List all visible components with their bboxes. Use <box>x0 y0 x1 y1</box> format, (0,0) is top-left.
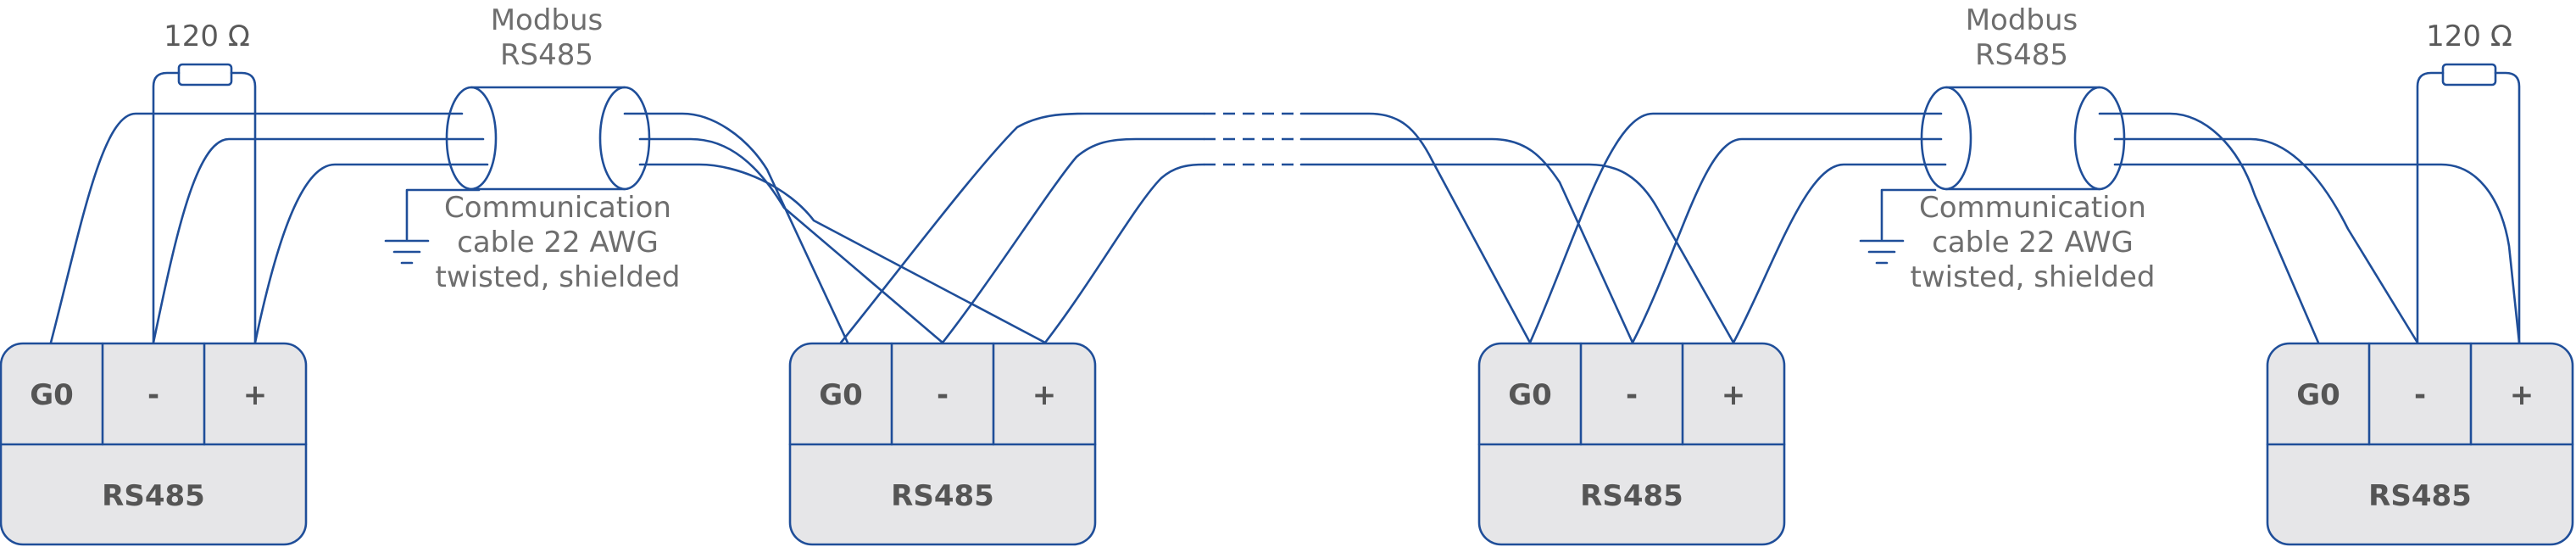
terminal-minus: - <box>2414 378 2426 412</box>
wire-minus-dev1 <box>152 137 485 344</box>
cable-title-line1: Modbus <box>491 3 604 37</box>
wire-dev2-out-3 <box>1043 163 1205 344</box>
device-2: G0 - + RS485 <box>788 342 1097 546</box>
wire-to-dev3-3 <box>1299 163 1735 344</box>
wire-g0-dev1 <box>49 112 464 344</box>
resistor-lead-left-minus <box>152 71 181 345</box>
terminal-minus: - <box>937 378 949 412</box>
cable-shield-icon <box>1920 86 2126 191</box>
wire-to-dev3-1 <box>1299 112 1532 344</box>
wire-to-dev3-2 <box>1299 137 1634 344</box>
device-3: G0 - + RS485 <box>1477 342 1786 546</box>
wire-plus-dev1 <box>253 163 489 344</box>
terminal-minus: - <box>147 378 159 412</box>
wire-dev2-out-1 <box>839 112 1205 344</box>
cable-title-line1: Modbus <box>1966 3 2078 37</box>
cable-desc-line2: cable 22 AWG <box>1932 226 2134 260</box>
wire-c-to-dev2 <box>638 163 1047 344</box>
wire-dev3-out-1 <box>1528 112 1943 344</box>
cable-desc-line1: Communication <box>1919 191 2146 225</box>
resistor-value-label: 120 Ω <box>164 20 250 53</box>
terminal-plus: + <box>1722 378 1746 412</box>
cable-desc-line2: cable 22 AWG <box>457 226 659 260</box>
terminal-plus: + <box>1032 378 1057 412</box>
wire-a-to-dev2 <box>623 112 849 344</box>
device-1: G0 - + RS485 <box>0 342 308 546</box>
device-label: RS485 <box>102 479 205 513</box>
device-4: G0 - + RS485 <box>2266 342 2574 546</box>
device-label: RS485 <box>2368 479 2472 513</box>
resistor-icon <box>177 63 233 87</box>
resistor-lead-right-minus <box>2416 71 2445 345</box>
cable-title-line2: RS485 <box>1975 38 2068 72</box>
resistor-lead-right-plus <box>2494 71 2521 345</box>
resistor-value-label: 120 Ω <box>2426 20 2512 53</box>
terminal-g0: G0 <box>30 378 74 412</box>
resistor-icon <box>2441 63 2497 87</box>
terminal-minus: - <box>1626 378 1638 412</box>
wire-to-dev4-2 <box>2113 137 2419 344</box>
cable-desc-line3: twisted, shielded <box>1911 260 2156 294</box>
cable-desc-line1: Communication <box>444 191 671 225</box>
terminal-plus: + <box>2510 378 2534 412</box>
terminal-plus: + <box>243 378 268 412</box>
ground-icon <box>384 188 481 265</box>
wire-dev2-out-2 <box>941 137 1205 344</box>
device-label: RS485 <box>891 479 994 513</box>
resistor-right: 120 Ω <box>2416 20 2521 345</box>
device-label: RS485 <box>1580 479 1683 513</box>
wire-dev3-out-2 <box>1631 137 1943 344</box>
terminal-g0: G0 <box>819 378 863 412</box>
wire-b-to-dev2 <box>638 137 944 344</box>
resistor-lead-left-plus <box>230 71 257 345</box>
wire-to-dev4-1 <box>2098 112 2320 344</box>
wire-to-dev4-3 <box>2113 163 2521 344</box>
cable-title-line2: RS485 <box>500 38 593 72</box>
wire-dev3-out-3 <box>1732 163 1947 344</box>
resistor-left: 120 Ω <box>152 20 257 345</box>
terminal-g0: G0 <box>2296 378 2340 412</box>
cable-desc-line3: twisted, shielded <box>436 260 681 294</box>
ground-icon <box>1859 188 1937 265</box>
terminal-g0: G0 <box>1508 378 1552 412</box>
